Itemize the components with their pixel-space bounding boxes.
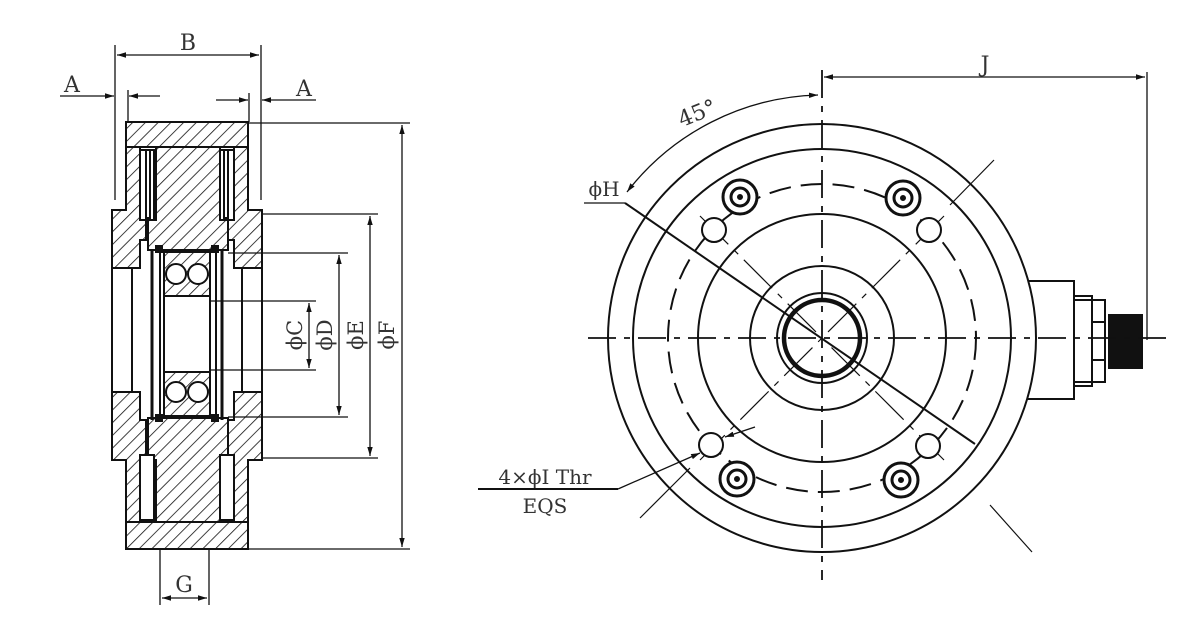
threaded-hole xyxy=(701,217,727,243)
section-dimensions xyxy=(60,45,410,605)
threaded-hole xyxy=(916,217,942,243)
counterbore-hole xyxy=(721,178,759,216)
threaded-hole xyxy=(698,432,724,458)
counterbore-hole xyxy=(884,179,922,217)
label-D: ϕD xyxy=(313,319,337,350)
connector xyxy=(1024,280,1143,400)
label-G: G xyxy=(175,573,193,598)
label-J: J xyxy=(979,53,990,78)
threaded-holes xyxy=(698,217,942,459)
label-holes: 4×ϕI Thr xyxy=(498,465,592,489)
bearing xyxy=(111,245,263,422)
front-dimensions xyxy=(478,72,1148,490)
label-B: B xyxy=(180,31,196,56)
label-angle: 45° xyxy=(675,95,721,133)
threaded-hole xyxy=(915,433,941,459)
label-A-left: A xyxy=(63,73,81,98)
section-view: B A A G ϕC ϕD ϕE ϕF xyxy=(60,31,410,605)
front-view: 45° ϕH J 4×ϕI Thr EQS xyxy=(478,53,1168,580)
label-F: ϕF xyxy=(375,321,399,350)
slots xyxy=(139,149,235,521)
label-H: ϕH xyxy=(588,177,619,201)
label-E: ϕE xyxy=(344,320,368,350)
counterbore-hole xyxy=(718,460,756,498)
label-holes-note: EQS xyxy=(523,494,568,518)
label-A-right: A xyxy=(295,77,313,102)
label-C: ϕC xyxy=(283,320,307,350)
counterbore-hole xyxy=(882,461,920,499)
